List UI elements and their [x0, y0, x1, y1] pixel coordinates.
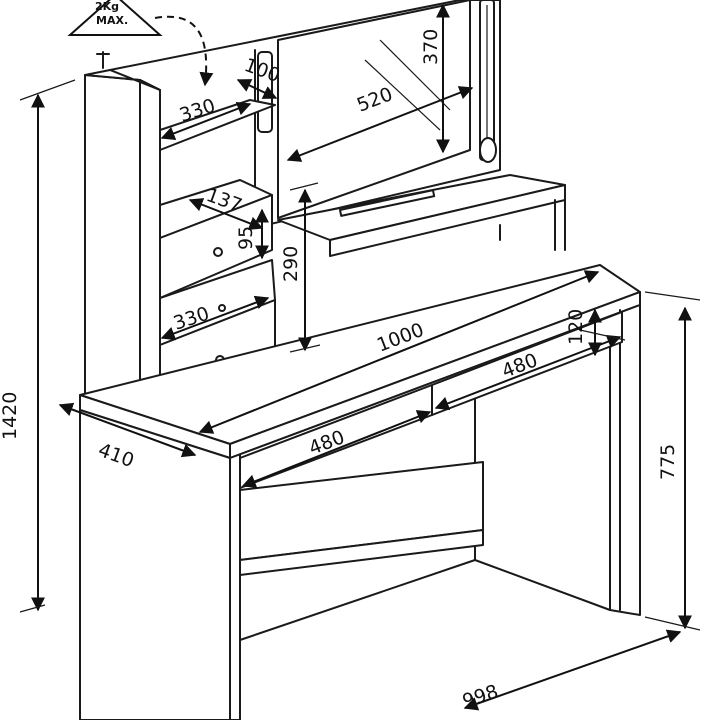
dimension-width: 998	[460, 629, 682, 713]
led-strip	[479, 0, 497, 163]
label-mirror-height: 370	[420, 29, 442, 65]
label-total-height: 1420	[0, 392, 21, 440]
side-tower	[84, 69, 161, 413]
dimension-total-height: 1420	[0, 79, 76, 613]
dimension-drawer-height: 120	[565, 308, 626, 357]
weight-sublabel: MAX.	[96, 14, 128, 27]
dimension-compartment-height: 290	[280, 182, 321, 353]
label-compartment-height: 290	[280, 246, 302, 282]
dimension-mirror-height: 370	[420, 3, 450, 154]
label-small-drawer-height: 95	[235, 226, 257, 250]
upper-shelf-board	[277, 174, 566, 257]
screw	[96, 51, 110, 69]
weight-warning-icon: 2Kg MAX.	[67, 0, 214, 87]
dimension-table-height: 775	[644, 291, 701, 631]
label-table-height: 775	[657, 444, 679, 480]
weight-label: 2Kg	[95, 0, 119, 13]
dimension-small-drawer-height: 95	[235, 208, 269, 260]
label-width: 998	[460, 681, 501, 713]
floor-line	[474, 559, 611, 611]
label-drawer-height: 120	[565, 309, 587, 345]
